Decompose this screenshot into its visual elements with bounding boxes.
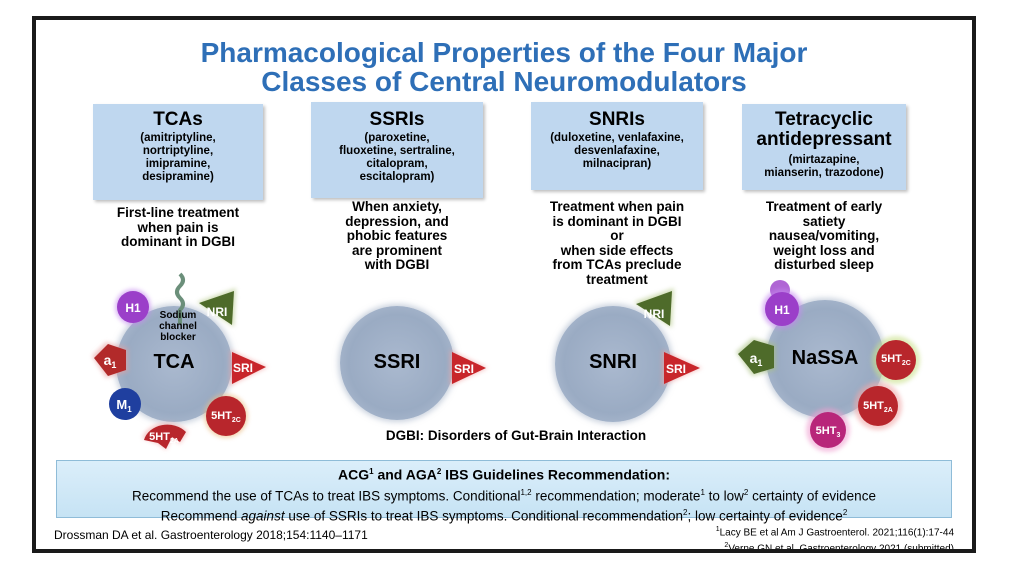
tca-sri-text: SRI bbox=[233, 361, 253, 375]
tca-5ht2a-icon bbox=[144, 424, 186, 449]
tca-nri-icon bbox=[199, 291, 234, 325]
tca-indication: First-line treatment when pain is domina… bbox=[116, 205, 240, 249]
tca-label: TCA bbox=[153, 351, 195, 373]
svg-text:5HT2A: 5HT2A bbox=[863, 400, 893, 414]
sodium-channel-squiggle bbox=[175, 272, 185, 324]
nassa-h1-text: H1 bbox=[774, 303, 790, 317]
snri-sri-text: SRI bbox=[666, 362, 686, 376]
sodium-channel-blocker-label: Sodium channel blocker bbox=[159, 310, 197, 343]
svg-text:a1: a1 bbox=[104, 352, 117, 370]
nassa-h1-icon bbox=[765, 292, 799, 326]
recommendation-line-1: Recommend the use of TCAs to treat IBS s… bbox=[132, 487, 876, 504]
snri-title: SNRIs bbox=[589, 109, 645, 130]
svg-text:5HT2A: 5HT2A bbox=[149, 431, 179, 445]
ssri-indication: When anxiety, depression, and phobic fea… bbox=[345, 199, 449, 272]
recommendation-line-2: Recommend against use of SSRIs to treat … bbox=[160, 508, 848, 524]
ssri-circle bbox=[340, 306, 454, 420]
ssri-title: SSRIs bbox=[369, 109, 425, 130]
tca-h1-icon bbox=[117, 291, 149, 323]
nassa-5ht2c-icon bbox=[876, 340, 916, 380]
footer-references: 1Lacy BE et al Am J Gastroenterol. 2021;… bbox=[715, 526, 954, 553]
slide-title: Pharmacological Properties of the Four M… bbox=[200, 37, 808, 97]
slide: Pharmacological Properties of the Four M… bbox=[32, 16, 976, 553]
ssri-box: SSRIs (paroxetine, fluoxetine, sertralin… bbox=[311, 102, 483, 198]
tca-box: TCAs (amitriptyline, nortriptyline, imip… bbox=[93, 104, 263, 200]
svg-text:5HT2C: 5HT2C bbox=[211, 410, 241, 424]
tca-nri-text: NRI bbox=[207, 305, 228, 319]
snri-sri-icon bbox=[664, 352, 700, 384]
recommendation-title: ACG1 and AGA2 IBS Guidelines Recommendat… bbox=[338, 466, 670, 483]
tca-a1-icon bbox=[94, 344, 126, 376]
snri-nri-text: NRI bbox=[644, 307, 665, 321]
nassa-a1-icon bbox=[738, 340, 774, 374]
nassa-5ht3-icon bbox=[810, 412, 846, 448]
tetracyclic-box: Tetracyclic antidepressant (mirtazapine,… bbox=[742, 104, 906, 190]
snri-nri-icon bbox=[636, 291, 672, 326]
tca-title: TCAs bbox=[153, 109, 203, 130]
tca-5ht2c-icon bbox=[206, 396, 246, 436]
snri-circle bbox=[555, 306, 671, 422]
tetracyclic-indication: Treatment of early satiety nausea/vomiti… bbox=[765, 199, 883, 272]
tca-sri-icon bbox=[232, 352, 266, 384]
receptor-diagrams: H1 NRI SRI a1 M1 5HT2A 5HT2C SRI NRI bbox=[92, 272, 920, 452]
ssri-label: SSRI bbox=[373, 351, 421, 373]
nassa-5ht2a-icon bbox=[858, 386, 898, 426]
snri-box: SNRIs (duloxetine, venlafaxine, desvenla… bbox=[531, 102, 703, 190]
tca-h1-text: H1 bbox=[125, 301, 141, 315]
svg-text:a1: a1 bbox=[750, 350, 763, 368]
svg-text:5HT3: 5HT3 bbox=[816, 425, 841, 439]
dgbi-note: DGBI: Disorders of Gut-Brain Interaction bbox=[385, 428, 647, 443]
snri-label: SNRI bbox=[589, 351, 637, 373]
tetracyclic-title: Tetracyclic antidepressant bbox=[756, 109, 892, 150]
recommendation-box: ACG1 and AGA2 IBS Guidelines Recommendat… bbox=[56, 460, 952, 524]
tca-m1-icon bbox=[109, 388, 141, 420]
footer-citation: Drossman DA et al. Gastroenterology 2018… bbox=[54, 528, 368, 542]
nassa-label: NaSSA bbox=[791, 347, 859, 369]
svg-text:M1: M1 bbox=[116, 397, 132, 414]
svg-text:5HT2C: 5HT2C bbox=[881, 353, 911, 367]
ssri-sri-text: SRI bbox=[454, 362, 474, 376]
snri-indication: Treatment when pain is dominant in DGBI … bbox=[549, 199, 685, 287]
ssri-sri-icon bbox=[452, 352, 486, 384]
